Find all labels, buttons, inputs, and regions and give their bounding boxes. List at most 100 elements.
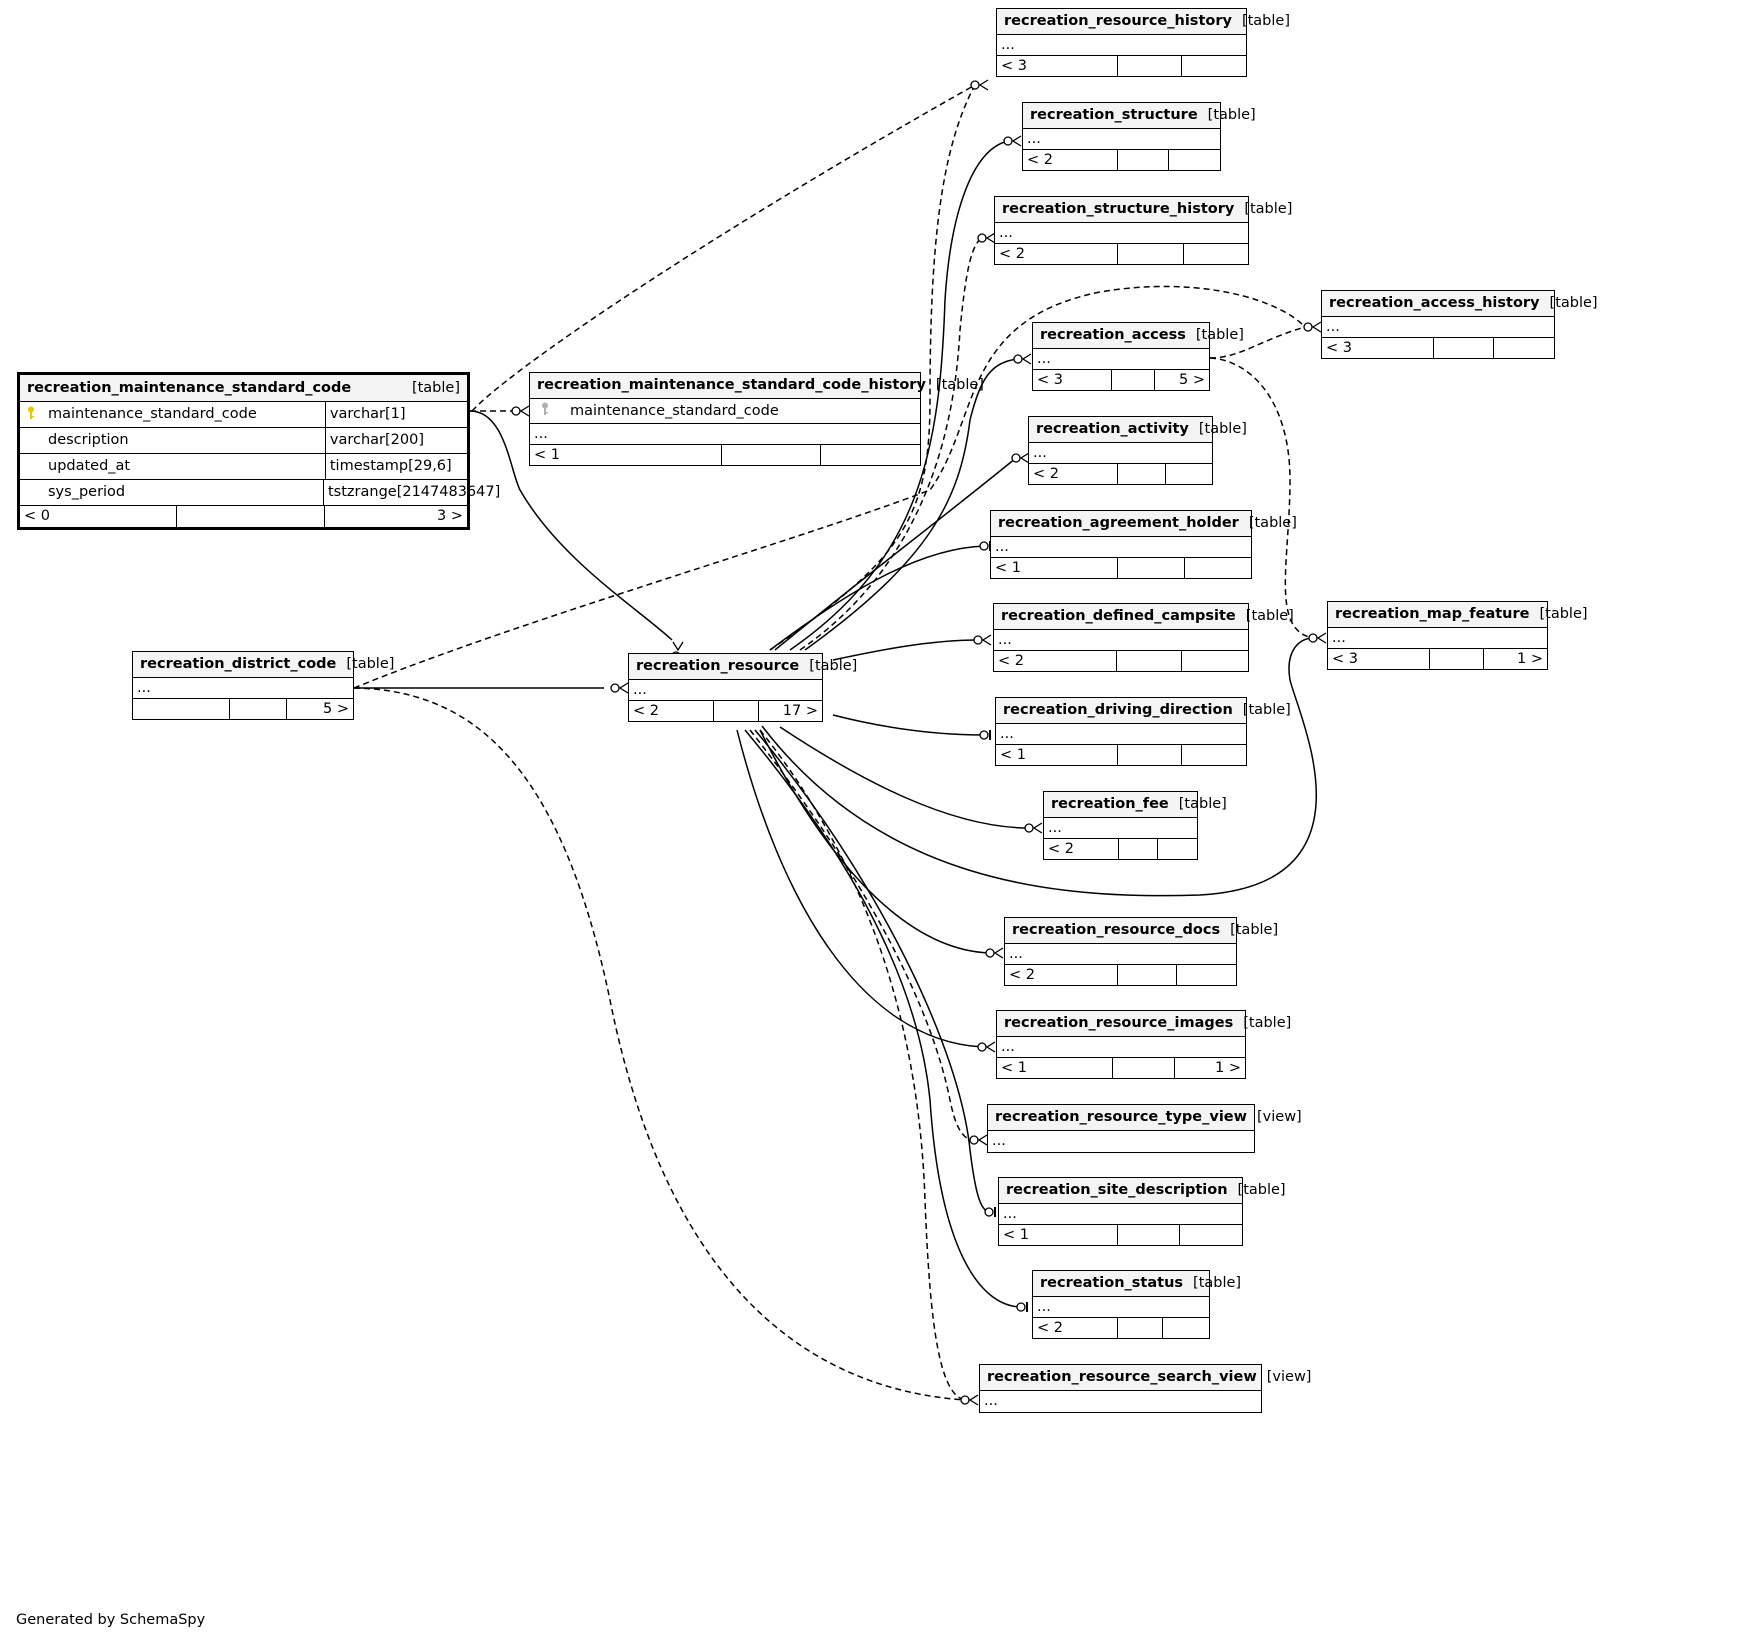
column-row-maintenance-standard-code[interactable]: maintenance_standard_code varchar[1] <box>20 402 467 428</box>
table-recreation-activity[interactable]: recreation_activity [table]...< 2 <box>1028 416 1247 485</box>
edge-resource-access <box>804 358 1019 651</box>
table-name: recreation_access <box>1040 327 1186 344</box>
table-footer: < 2 <box>1005 965 1236 985</box>
table-recreation-access-history[interactable]: recreation_access_history [table]...< 3 <box>1321 290 1598 359</box>
table-name: recreation_resource_images <box>1004 1015 1234 1032</box>
table-recreation-resource-search-view[interactable]: recreation_resource_search_view [view]..… <box>979 1364 1311 1413</box>
table-header: recreation_district_code [table] <box>133 652 394 678</box>
table-header: recreation_resource_images [table] <box>997 1011 1291 1037</box>
collapsed-columns-row[interactable]: ... <box>1033 349 1209 370</box>
ellipsis: ... <box>999 224 1013 241</box>
footer-cell <box>1185 558 1252 578</box>
crow-foot-end <box>1024 822 1043 834</box>
column-row-sys-period[interactable]: sys_period tstzrange[2147483647] <box>20 480 500 506</box>
table-kind: [table] <box>935 377 984 394</box>
table-recreation-district-code[interactable]: recreation_district_code [table]...5 > <box>132 651 394 720</box>
crow-foot-end <box>985 947 1004 959</box>
collapsed-columns-row[interactable]: ... <box>133 678 353 699</box>
footer-cell <box>1177 965 1236 985</box>
table-kind: [table] <box>1178 796 1227 813</box>
column-name: maintenance_standard_code <box>570 402 779 419</box>
table-recreation-resource-type-view[interactable]: recreation_resource_type_view [view]... <box>987 1104 1302 1153</box>
column-name: maintenance_standard_code <box>48 406 257 423</box>
table-recreation-maintenance-standard-code-history[interactable]: recreation_maintenance_standard_code_his… <box>529 372 984 466</box>
table-name: recreation_resource_docs <box>1012 922 1221 939</box>
collapsed-columns-row[interactable]: ... <box>980 1391 1261 1412</box>
collapsed-columns-row[interactable]: ... <box>1322 317 1554 338</box>
table-name: recreation_district_code <box>140 656 337 673</box>
collapsed-columns-row[interactable]: ... <box>1044 818 1197 839</box>
table-recreation-defined-campsite[interactable]: recreation_defined_campsite [table]...< … <box>993 603 1294 672</box>
collapsed-columns-row[interactable]: ... <box>995 223 1248 244</box>
footer-cell <box>1163 1318 1209 1338</box>
collapsed-columns-row[interactable]: ... <box>530 424 920 445</box>
column-row-maintenance-standard-code[interactable]: maintenance_standard_code <box>530 399 920 424</box>
table-kind: [table] <box>346 656 395 673</box>
footer-cell <box>1112 370 1155 390</box>
collapsed-columns-row[interactable]: ... <box>1023 129 1220 150</box>
collapsed-columns-row[interactable]: ... <box>991 537 1251 558</box>
collapsed-columns-row[interactable]: ... <box>997 1037 1245 1058</box>
collapsed-columns-row[interactable]: ... <box>988 1131 1254 1152</box>
table-recreation-structure[interactable]: recreation_structure [table]...< 2 <box>1022 102 1256 171</box>
table-recreation-agreement-holder[interactable]: recreation_agreement_holder [table]...< … <box>990 510 1297 579</box>
column-type: varchar[200] <box>329 432 424 449</box>
footer-cell <box>1434 338 1494 358</box>
table-footer: < 1 <box>999 1225 1242 1245</box>
crow-foot-end <box>1303 321 1322 333</box>
table-recreation-fee[interactable]: recreation_fee [table]...< 2 <box>1043 791 1227 860</box>
column-name: description <box>48 432 129 449</box>
collapsed-columns-row[interactable]: ... <box>629 680 822 701</box>
table-footer: < 2 <box>995 244 1248 264</box>
footer-cell <box>1494 338 1554 358</box>
ellipsis: ... <box>998 631 1012 648</box>
column-row-description[interactable]: description varchar[200] <box>20 428 467 454</box>
one-to-one-end <box>984 1207 996 1217</box>
table-recreation-resource-images[interactable]: recreation_resource_images [table]...< 1… <box>996 1010 1291 1079</box>
footer-cell <box>1182 745 1247 765</box>
collapsed-columns-row[interactable]: ... <box>994 630 1248 651</box>
footer-cell: < 1 <box>991 558 1118 578</box>
footer-cell: 17 > <box>782 702 819 719</box>
footer-cell: 3 > <box>437 508 463 525</box>
table-recreation-resource-history[interactable]: recreation_resource_history [table]...< … <box>996 8 1290 77</box>
footer-cell: < 2 <box>1005 965 1118 985</box>
collapsed-columns-row[interactable]: ... <box>1029 443 1212 464</box>
footer-cell: < 2 <box>1029 464 1118 484</box>
table-recreation-resource-docs[interactable]: recreation_resource_docs [table]...< 2 <box>1004 917 1278 986</box>
edge-resource-search-view <box>759 729 966 1401</box>
table-recreation-status[interactable]: recreation_status [table]...< 2 <box>1032 1270 1241 1339</box>
table-footer: < 2 <box>1044 839 1197 859</box>
table-recreation-site-description[interactable]: recreation_site_description [table]...< … <box>998 1177 1286 1246</box>
footer-cell <box>1182 651 1248 671</box>
collapsed-columns-row[interactable]: ... <box>997 35 1246 56</box>
collapsed-columns-row[interactable]: ... <box>999 1204 1242 1225</box>
footer-cell <box>230 699 287 719</box>
collapsed-columns-row[interactable]: ... <box>1033 1297 1209 1318</box>
crow-foot-end <box>1013 353 1032 365</box>
ellipsis: ... <box>995 538 1009 555</box>
crow-foot-end <box>977 1041 996 1053</box>
table-recreation-driving-direction[interactable]: recreation_driving_direction [table]...<… <box>995 697 1291 766</box>
table-recreation-maintenance-standard-code[interactable]: recreation_maintenance_standard_code [ta… <box>17 372 500 530</box>
collapsed-columns-row[interactable]: ... <box>1328 628 1547 649</box>
column-name: updated_at <box>48 458 131 475</box>
footer-cell <box>1118 150 1169 170</box>
column-row-updated-at[interactable]: updated_at timestamp[29,6] <box>20 454 467 480</box>
crow-foot-end <box>970 79 989 91</box>
footer-cell: < 3 <box>1033 370 1113 390</box>
collapsed-columns-row[interactable]: ... <box>1005 944 1236 965</box>
footer-cell <box>1118 464 1166 484</box>
collapsed-columns-row[interactable]: ... <box>996 724 1246 745</box>
footer-cell <box>1166 464 1213 484</box>
ellipsis: ... <box>1003 1205 1017 1222</box>
table-kind: [table] <box>1207 107 1256 124</box>
ellipsis: ... <box>534 425 548 442</box>
primary-key-icon <box>24 406 38 424</box>
edge-resource-type-view <box>749 729 975 1141</box>
table-recreation-structure-history[interactable]: recreation_structure_history [table]...<… <box>994 196 1292 265</box>
